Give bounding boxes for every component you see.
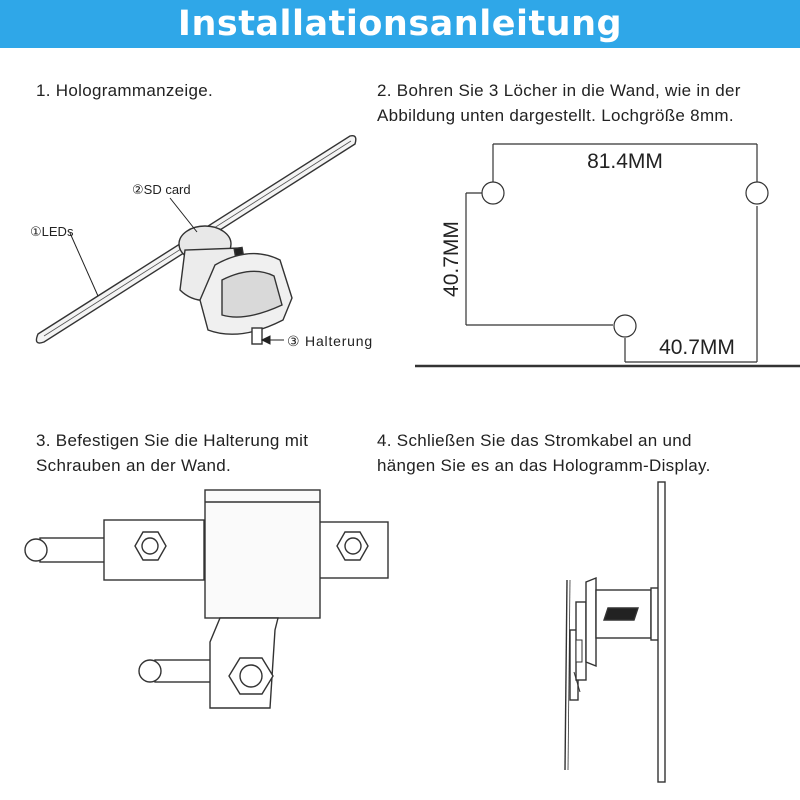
- step-4-text: 4. Schließen Sie das Stromkabel an und h…: [377, 428, 711, 478]
- hologram-device-illustration: ②SD card ①LEDs ③ Halterung: [30, 134, 373, 349]
- lower-screw-shaft: [154, 659, 216, 683]
- offset-label: 40.7MM: [659, 336, 735, 359]
- step-2-line-2: Abbildung unten dargestellt. Lochgröße 8…: [377, 106, 734, 125]
- drill-hole-diagram: 81.4MM 40.7MM 40.7MM: [415, 143, 800, 368]
- step-3-line-2: Schrauben an der Wand.: [36, 456, 231, 475]
- left-screw-shaft: [39, 537, 111, 563]
- title-banner: Installationsanleitung: [0, 0, 800, 48]
- drill-hole-bottom: [613, 314, 637, 338]
- height-label: 40.7MM: [440, 221, 463, 297]
- power-cable: [573, 671, 581, 693]
- step-3-text: 3. Befestigen Sie die Halterung mit Schr…: [36, 428, 308, 478]
- leds-leader: [69, 232, 99, 297]
- step-1-text: 1. Hologrammanzeige.: [36, 81, 214, 100]
- device-mount: [178, 225, 293, 345]
- bracket-screw: [575, 639, 583, 663]
- leds-label: ①LEDs: [30, 224, 74, 239]
- wall-line-inner: [567, 579, 571, 771]
- lower-screw-head: [138, 659, 162, 683]
- step-4-line-1: 4. Schließen Sie das Stromkabel an und: [377, 431, 692, 450]
- bracket-screws-illustration: [24, 489, 389, 709]
- housing-body: [595, 589, 652, 639]
- housing-back: [585, 576, 597, 668]
- step-3-line-1: 3. Befestigen Sie die Halterung mit: [36, 431, 309, 450]
- left-nut-center: [141, 537, 159, 555]
- bracket-label: ③ Halterung: [287, 333, 373, 349]
- step-2-line-1: 2. Bohren Sie 3 Löcher in die Wand, wie …: [377, 81, 741, 100]
- right-nut-center: [344, 537, 362, 555]
- wall-line: [564, 579, 568, 771]
- motor-label-plate: [603, 607, 639, 621]
- step-2-text: 2. Bohren Sie 3 Löcher in die Wand, wie …: [377, 78, 741, 128]
- display-blade: [657, 481, 666, 783]
- sd-card-label: ②SD card: [132, 182, 191, 197]
- left-screw-head: [24, 538, 48, 562]
- drill-hole-top-right: [745, 181, 769, 205]
- lower-nut-center: [239, 664, 263, 688]
- bracket-arrow: [260, 335, 271, 345]
- hex-nuts: [134, 531, 369, 695]
- sd-card-leader: [169, 197, 198, 233]
- page-title: Installationsanleitung: [177, 4, 623, 44]
- mount-block: [204, 489, 321, 619]
- label-leaders: [69, 197, 284, 345]
- step-4-line-2: hängen Sie es an das Hologramm-Display.: [377, 456, 711, 475]
- drill-hole-top-left: [481, 181, 505, 205]
- display-hanging-illustration: [564, 481, 666, 783]
- width-label: 81.4MM: [587, 150, 663, 173]
